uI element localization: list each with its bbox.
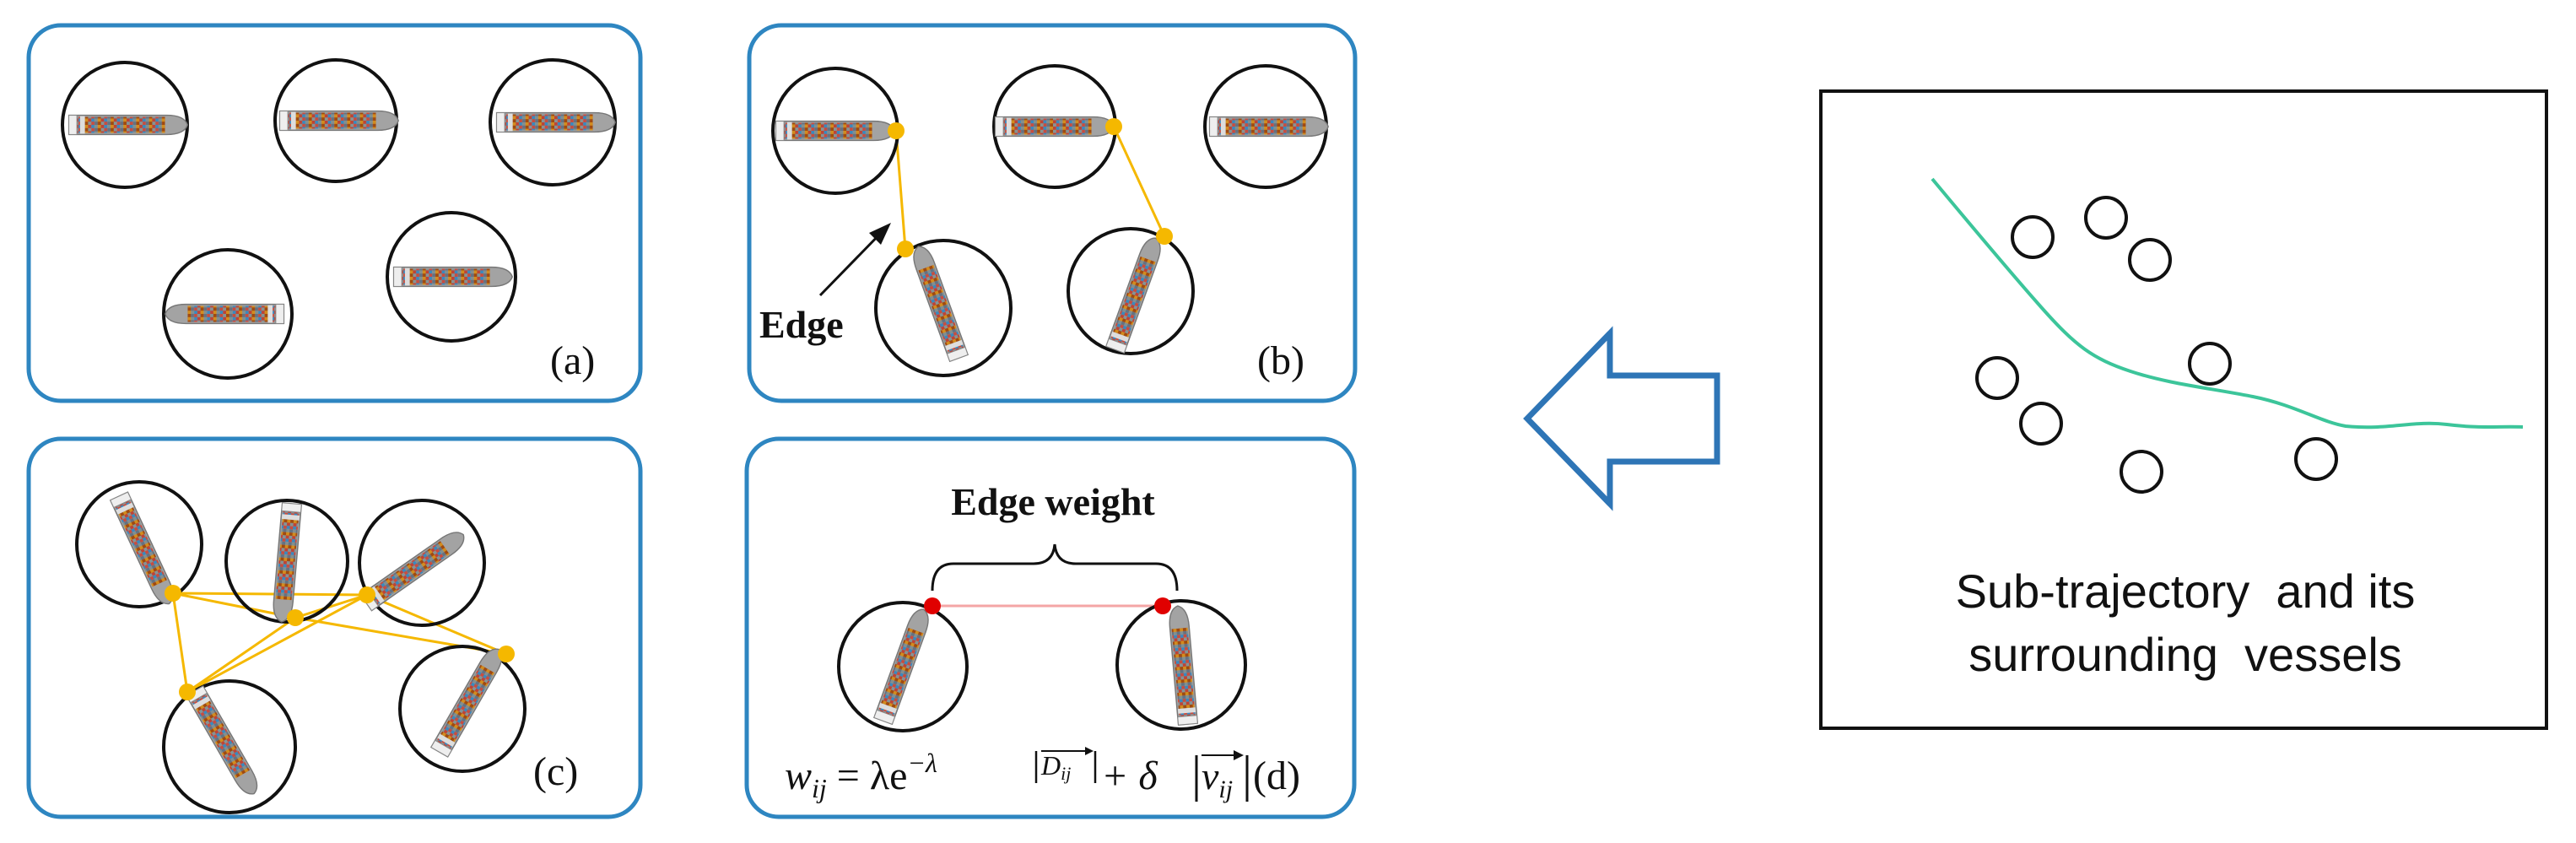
panel-b-frame bbox=[747, 23, 1358, 403]
surrounding-vessel bbox=[2188, 342, 2232, 386]
vessel-circle bbox=[1203, 64, 1329, 189]
vessel-circle bbox=[273, 58, 399, 183]
edge-node bbox=[888, 122, 905, 139]
edge-node bbox=[287, 609, 304, 626]
edge-node bbox=[1156, 228, 1173, 245]
edge-node bbox=[924, 597, 941, 614]
vessel-circle bbox=[61, 61, 189, 189]
edge-node bbox=[1105, 118, 1122, 135]
subtrajectory-caption-line1: Sub-trajectory and its bbox=[1956, 565, 2416, 618]
formula-eq: = λe bbox=[827, 754, 908, 798]
surrounding-vessel bbox=[2128, 238, 2172, 282]
edge-node bbox=[359, 586, 375, 603]
formula-w: w bbox=[785, 754, 812, 798]
formula-v-sub: ij bbox=[1218, 775, 1233, 803]
surrounding-vessel bbox=[2084, 196, 2128, 240]
edge-line bbox=[1112, 126, 1166, 237]
panel-d: Edge weight wij = λe−λ Dij + δ bbox=[744, 436, 1357, 819]
panel-b: Edge (b) bbox=[747, 23, 1358, 403]
subtrajectory-frame bbox=[1819, 89, 2548, 730]
panel-b-label: (b) bbox=[1257, 338, 1304, 383]
vessel-circle bbox=[224, 499, 349, 624]
edge-line bbox=[894, 130, 907, 250]
vessel-circle bbox=[874, 239, 1013, 377]
vessel-circle bbox=[162, 248, 294, 380]
ship-icon bbox=[392, 266, 513, 288]
vessel-circle bbox=[398, 644, 527, 773]
edge-node bbox=[179, 684, 196, 700]
panel-c: (c) bbox=[26, 436, 643, 819]
ship-icon bbox=[775, 120, 895, 142]
edge-node bbox=[897, 240, 914, 257]
formula-D-sub: ij bbox=[1061, 763, 1071, 784]
vessel-circle bbox=[162, 679, 297, 814]
panel-c-label: (c) bbox=[533, 749, 578, 794]
curly-brace-icon bbox=[931, 543, 1179, 592]
ship-icon bbox=[1208, 116, 1329, 138]
surrounding-vessel bbox=[1975, 356, 2019, 400]
ship-icon bbox=[495, 111, 616, 133]
panel-a-label: (a) bbox=[550, 338, 595, 383]
vessel-circle bbox=[489, 58, 617, 186]
panel-c-frame bbox=[26, 436, 643, 819]
panel-d-frame bbox=[744, 436, 1357, 819]
vessel-circle bbox=[358, 499, 486, 627]
subtrajectory-caption-line2: surrounding vessels bbox=[1968, 628, 2402, 681]
surrounding-vessel bbox=[2011, 215, 2055, 259]
formula-D: D bbox=[1040, 750, 1061, 781]
surrounding-vessel bbox=[2019, 402, 2063, 446]
edge-pointer-arrow bbox=[818, 223, 891, 297]
svg-text:Dij: Dij bbox=[1040, 750, 1071, 784]
subtrajectory-panel: Sub-trajectory and its surrounding vesse… bbox=[1819, 89, 2548, 730]
vessel-circle bbox=[837, 601, 969, 732]
edge-node bbox=[1154, 597, 1171, 614]
formula-exp-lambda: −λ bbox=[907, 748, 937, 778]
formula-v: v bbox=[1202, 754, 1219, 797]
vessel-circle bbox=[386, 211, 517, 343]
vessel-circle bbox=[1115, 599, 1247, 731]
edge-node bbox=[165, 585, 181, 602]
edge-weight-formula: wij = λe−λ Dij + δ vij bbox=[785, 747, 1249, 803]
svg-text:wij = λe−λ: wij = λe−λ bbox=[785, 748, 937, 803]
vessel-circle bbox=[75, 480, 203, 608]
surrounding-vessel bbox=[2294, 437, 2338, 481]
svg-text:vij: vij bbox=[1202, 754, 1233, 803]
edge-label: Edge bbox=[759, 303, 844, 346]
edge-node bbox=[498, 646, 515, 662]
ship-icon bbox=[994, 116, 1115, 138]
formula-w-sub: ij bbox=[812, 773, 827, 803]
panel-d-label: (d) bbox=[1253, 754, 1300, 798]
panel-a: (a) bbox=[26, 23, 643, 403]
panel-a-frame bbox=[26, 23, 643, 403]
ship-icon bbox=[278, 110, 399, 132]
vessel-circle bbox=[1067, 227, 1195, 355]
ship-icon bbox=[68, 114, 188, 136]
formula-plus: + δ bbox=[1101, 754, 1158, 798]
surrounding-vessel bbox=[2120, 450, 2163, 494]
trajectory-line bbox=[1931, 177, 2524, 430]
edge-weight-label: Edge weight bbox=[951, 480, 1155, 523]
left-arrow-icon bbox=[1523, 326, 1720, 511]
